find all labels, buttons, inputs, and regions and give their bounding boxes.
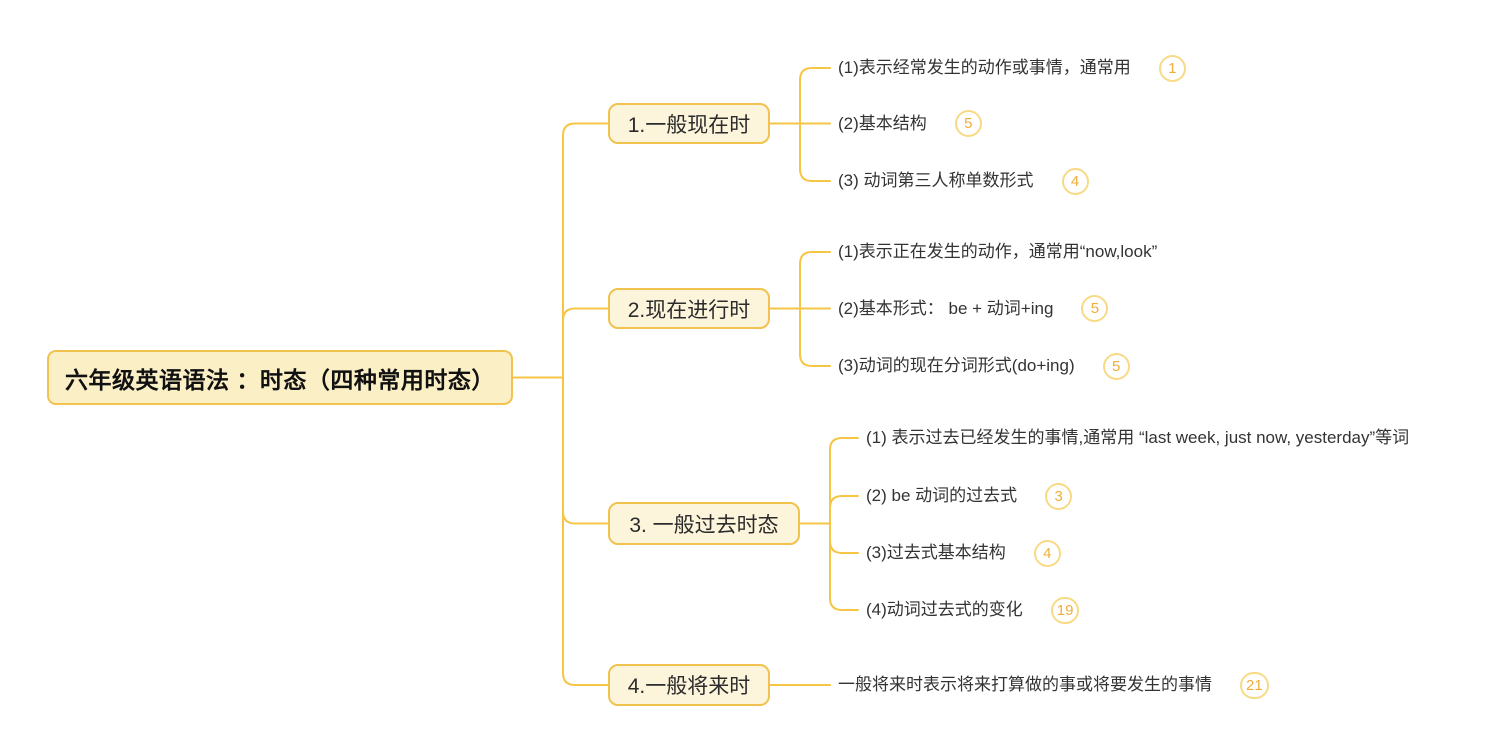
child-node-label: (3)过去式基本结构 [866, 543, 1006, 562]
child-node-label: 一般将来时表示将来打算做的事或将要发生的事情 [838, 675, 1212, 694]
collapsed-count-badge[interactable]: 4 [1061, 167, 1089, 195]
collapsed-count-badge[interactable]: 5 [1081, 295, 1109, 322]
child-node-label: (2) be 动词的过去式 [866, 486, 1018, 505]
child-node-label: (2)基本形式： be + 动词+ing [838, 298, 1054, 318]
branch-node[interactable]: 3. 一般过去时态 [608, 502, 800, 545]
collapsed-count-badge[interactable]: 5 [1102, 352, 1130, 380]
child-node[interactable]: (3) 动词第三人称单数形式 4 [838, 167, 1089, 195]
child-node-label: (1)表示正在发生的动作，通常用“now,look” [838, 242, 1158, 261]
branch-node[interactable]: 4.一般将来时 [608, 664, 770, 706]
branch-node[interactable]: 2.现在进行时 [608, 288, 770, 329]
collapsed-count-badge[interactable]: 3 [1045, 482, 1073, 510]
child-node[interactable]: (4)动词过去式的变化 19 [866, 596, 1080, 624]
child-node-label: (1)表示经常发生的动作或事情，通常用 [838, 58, 1131, 77]
child-node[interactable]: (3)过去式基本结构 4 [866, 539, 1061, 567]
child-node[interactable]: (2)基本结构 5 [838, 110, 982, 138]
child-node-label: (4)动词过去式的变化 [866, 600, 1023, 619]
child-node[interactable]: (2) be 动词的过去式 3 [866, 482, 1073, 510]
child-node[interactable]: (2)基本形式： be + 动词+ing 5 [838, 295, 1109, 323]
collapsed-count-badge[interactable]: 1 [1158, 54, 1186, 82]
child-node-label: (3)动词的现在分词形式(do+ing) [838, 356, 1075, 375]
child-node-label: (3) 动词第三人称单数形式 [838, 171, 1034, 190]
collapsed-count-badge[interactable]: 5 [954, 110, 982, 137]
child-node[interactable]: (1)表示经常发生的动作或事情，通常用 1 [838, 54, 1186, 82]
collapsed-count-badge[interactable]: 4 [1033, 539, 1061, 567]
child-node[interactable]: 一般将来时表示将来打算做的事或将要发生的事情 21 [838, 671, 1269, 699]
child-node-label: (2)基本结构 [838, 113, 927, 133]
collapsed-count-badge[interactable]: 21 [1240, 671, 1269, 699]
child-node[interactable]: (1)表示正在发生的动作，通常用“now,look” [838, 238, 1157, 266]
child-node[interactable]: (1) 表示过去已经发生的事情,通常用 “last week, just now… [866, 424, 1409, 452]
collapsed-count-badge[interactable]: 19 [1050, 596, 1080, 624]
root-node[interactable]: 六年级英语语法 ：时态（四种常用时态） [47, 350, 513, 405]
child-node[interactable]: (3)动词的现在分词形式(do+ing) 5 [838, 352, 1130, 380]
branch-node[interactable]: 1.一般现在时 [608, 103, 770, 144]
child-node-label: (1) 表示过去已经发生的事情,通常用 “last week, just now… [866, 428, 1410, 447]
